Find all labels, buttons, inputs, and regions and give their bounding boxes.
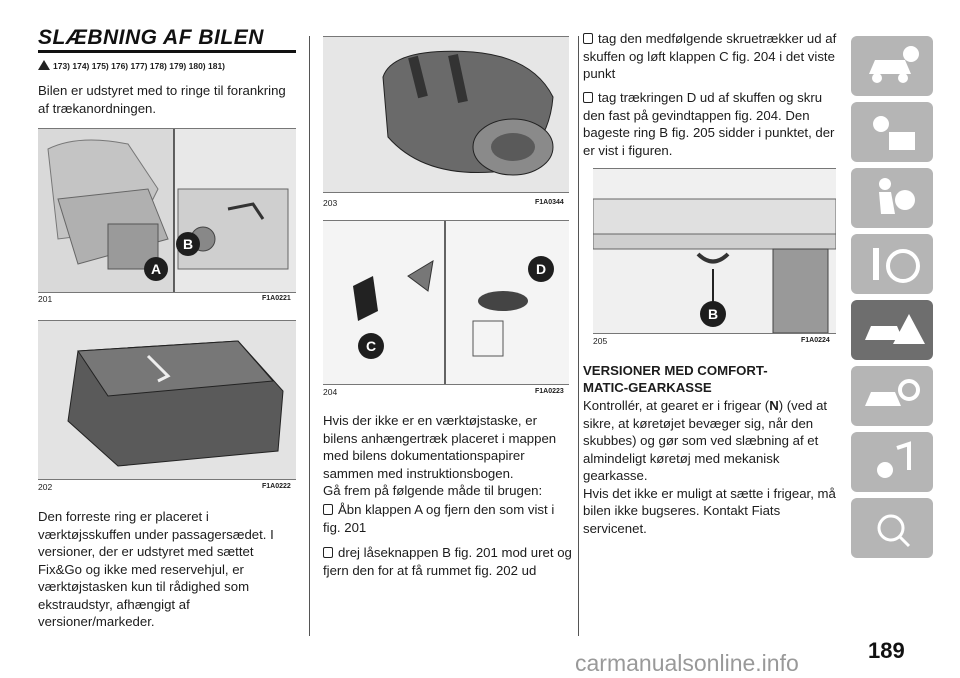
multimedia-icon bbox=[877, 441, 911, 478]
figure-number: 203 bbox=[323, 198, 338, 208]
neutral-gear-label: N bbox=[769, 398, 779, 413]
toolbag-paragraph: Hvis der ikke er en værktøjstaske, er bi… bbox=[323, 412, 573, 500]
figure-number: 201 bbox=[38, 294, 53, 304]
figure-number: 205 bbox=[593, 336, 608, 346]
figure-201: B A bbox=[38, 128, 296, 293]
sidebar-item-lights[interactable] bbox=[851, 102, 933, 162]
figure-code: F1A0224 bbox=[801, 337, 830, 344]
figure-202-image bbox=[38, 321, 296, 479]
sidebar-item-maintenance[interactable] bbox=[851, 366, 933, 426]
figure-203 bbox=[323, 36, 569, 193]
car-info-icon bbox=[869, 46, 919, 83]
index-abc-icon bbox=[877, 514, 911, 548]
warning-references: 173) 174) 175) 176) 177) 178) 179) 180) … bbox=[38, 60, 225, 71]
figure-202 bbox=[38, 320, 296, 480]
figure-label-d: D bbox=[536, 261, 546, 277]
sidebar-item-dashboard[interactable] bbox=[851, 36, 933, 96]
section-heading: VERSIONER MED COMFORT- MATIC-GEARKASSE bbox=[583, 362, 768, 396]
emergency-car-icon bbox=[865, 314, 925, 344]
front-ring-paragraph: Den forreste ring er placeret i værktøjs… bbox=[38, 509, 274, 629]
seat-airbag-icon bbox=[879, 178, 915, 214]
bullet-item: Åbn klappen A og fjern den som vist i fi… bbox=[323, 501, 573, 536]
bullet-text: tag den medfølgende skruetrækker ud af s… bbox=[583, 31, 837, 81]
column-divider bbox=[578, 36, 579, 636]
page-title: SLÆBNING AF BILEN bbox=[38, 26, 264, 49]
bullet-text: drej låseknappen B fig. 201 mod uret og … bbox=[323, 545, 572, 578]
title-underline bbox=[38, 50, 296, 53]
figure-label-a: A bbox=[151, 261, 161, 277]
procedure-lead: Gå frem på følgende måde til brugen: bbox=[323, 483, 543, 498]
comfortmatic-paragraph: Kontrollér, at gearet er i frigear (N) (… bbox=[583, 397, 841, 537]
heading-line: VERSIONER MED COMFORT- bbox=[583, 363, 768, 378]
car-service-icon bbox=[865, 379, 920, 406]
steering-wheel-icon bbox=[873, 248, 920, 283]
figure-code: F1A0344 bbox=[535, 199, 564, 206]
checkbox-icon bbox=[583, 92, 593, 103]
sidebar-item-index[interactable] bbox=[851, 498, 933, 558]
figure-203-image bbox=[323, 37, 569, 192]
figure-code: F1A0221 bbox=[262, 295, 291, 302]
sidebar-item-emergency[interactable] bbox=[851, 300, 933, 360]
figure-label-c: C bbox=[366, 338, 376, 354]
sidebar-item-driving[interactable] bbox=[851, 234, 933, 294]
bullet-item: drej låseknappen B fig. 201 mod uret og … bbox=[323, 544, 573, 579]
figure-label-b: B bbox=[708, 306, 718, 322]
sidebar-item-safety[interactable] bbox=[851, 168, 933, 228]
checkbox-icon bbox=[323, 547, 333, 558]
checkbox-icon bbox=[583, 33, 593, 44]
page-number: 189 bbox=[868, 638, 905, 663]
intro-text: Bilen er udstyret med to ringe til foran… bbox=[38, 83, 286, 116]
figure-code: F1A0222 bbox=[262, 483, 291, 490]
figure-201-image: B A bbox=[38, 129, 296, 292]
figure-205-image: B bbox=[592, 169, 837, 334]
checkbox-icon bbox=[323, 504, 333, 515]
bullet-text: tag trækringen D ud af skuffen og skru d… bbox=[583, 90, 835, 158]
warning-refs-text: 173) 174) 175) 176) 177) 178) 179) 180) … bbox=[53, 61, 226, 71]
figure-205: B bbox=[592, 168, 837, 334]
warning-triangle-icon bbox=[38, 60, 50, 70]
figure-204-image: C D bbox=[323, 221, 569, 384]
figure-code: F1A0223 bbox=[535, 388, 564, 395]
bullet-item: tag den medfølgende skruetrækker ud af s… bbox=[583, 30, 841, 83]
figure-number: 204 bbox=[323, 387, 338, 397]
figure-label-b: B bbox=[183, 236, 193, 252]
column-divider bbox=[309, 36, 310, 636]
bullet-item: tag trækringen D ud af skuffen og skru d… bbox=[583, 89, 841, 159]
figure-number: 202 bbox=[38, 482, 53, 492]
lights-mail-icon bbox=[873, 116, 915, 150]
sidebar-item-multimedia[interactable] bbox=[851, 432, 933, 492]
para-text: Kontrollér, at gearet er i frigear ( bbox=[583, 398, 770, 413]
toolbag-text: Hvis der ikke er en værktøjstaske, er bi… bbox=[323, 413, 557, 481]
para-text: ) (ved at sikre, at køretøjet bevæger si… bbox=[583, 398, 828, 483]
figure-204: C D bbox=[323, 220, 569, 385]
para-text: Hvis det ikke er muligt at sætte i frige… bbox=[583, 485, 836, 536]
bullet-text: Åbn klappen A og fjern den som vist i fi… bbox=[323, 502, 555, 535]
watermark: carmanualsonline.info bbox=[575, 650, 799, 676]
heading-line: MATIC-GEARKASSE bbox=[583, 380, 712, 395]
